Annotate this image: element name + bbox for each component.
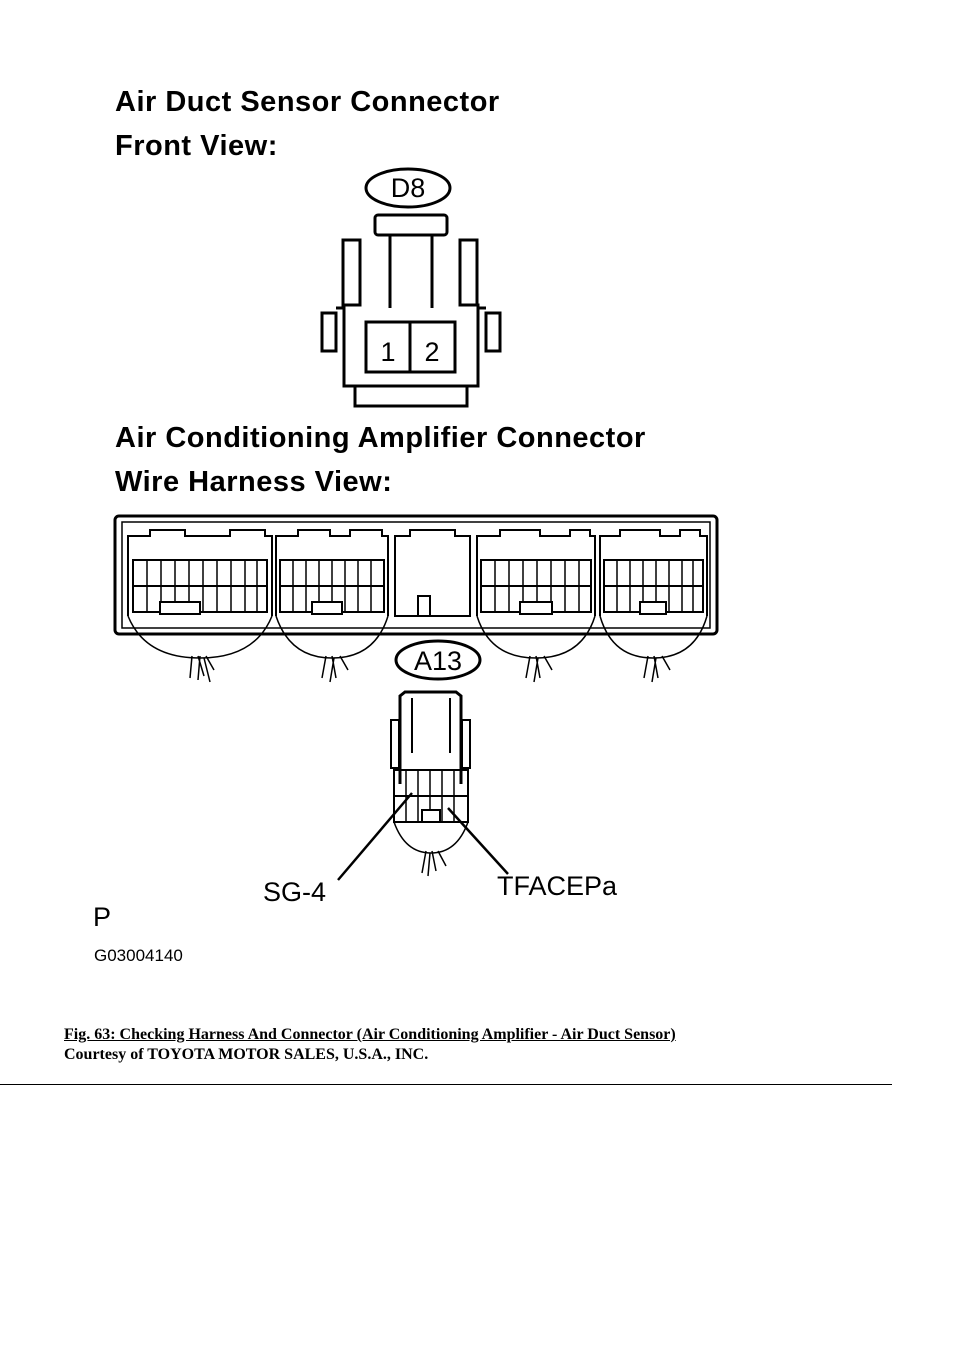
figure-caption: Fig. 63: Checking Harness And Connector … xyxy=(64,1026,676,1043)
corner-letter: P xyxy=(93,902,112,932)
caption-divider xyxy=(0,1084,892,1085)
figure-credit: Courtesy of TOYOTA MOTOR SALES, U.S.A., … xyxy=(64,1046,429,1063)
amplifier-terminal-block-3 xyxy=(476,529,596,616)
sensor-id-bubble xyxy=(364,167,452,209)
sensor-connector-drawing: D8 1 2 xyxy=(320,167,502,408)
sg4-leader-line xyxy=(337,792,413,881)
amplifier-connector-id: A13 xyxy=(414,646,462,676)
sensor-connector-heading: Air Duct Sensor Connector xyxy=(115,86,500,118)
amplifier-connector-drawing: A13 xyxy=(113,514,719,881)
terminal-label-sg4: SG-4 xyxy=(263,877,327,907)
terminal-label-tfacepa: TFACEPa xyxy=(497,871,618,901)
sensor-connector-id: D8 xyxy=(391,173,426,203)
amplifier-connector-heading: Air Conditioning Amplifier Connector xyxy=(115,422,646,454)
amplifier-terminal-block-1 xyxy=(127,529,273,616)
amplifier-terminal-block-4 xyxy=(599,529,708,616)
sensor-pin-1: 1 xyxy=(380,337,395,367)
tfacepa-leader-line xyxy=(447,807,509,875)
amplifier-terminal-block-2 xyxy=(275,529,389,616)
amplifier-center-key xyxy=(394,529,471,617)
amplifier-harness-view-label: Wire Harness View: xyxy=(115,466,393,498)
amplifier-mini-connector xyxy=(390,690,471,877)
amplifier-wire-harness xyxy=(127,615,708,683)
sensor-pin-2: 2 xyxy=(424,337,439,367)
sensor-front-view-label: Front View: xyxy=(115,130,278,162)
amplifier-id-bubble xyxy=(394,639,482,681)
graphic-code: G03004140 xyxy=(94,946,183,965)
